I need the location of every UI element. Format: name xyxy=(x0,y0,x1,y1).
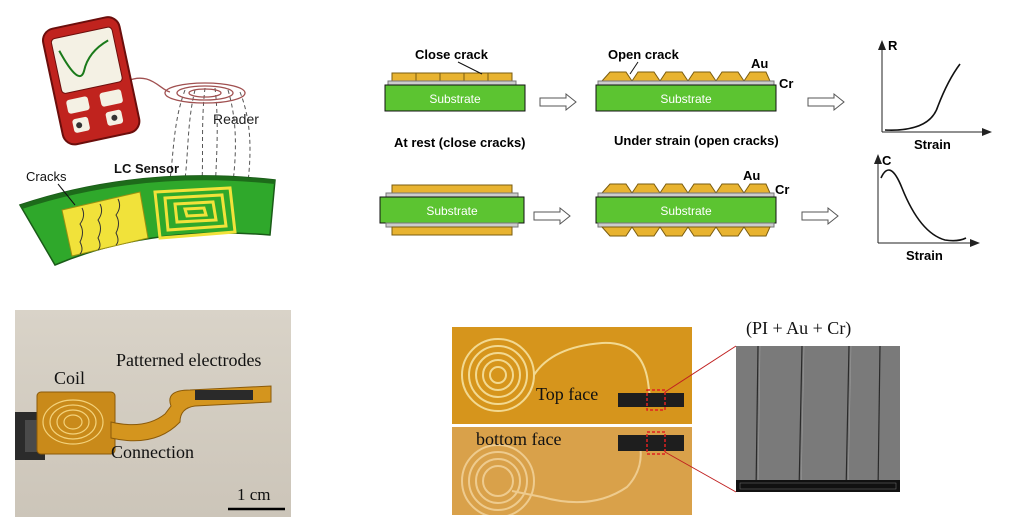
bottom-face-electrode xyxy=(618,435,684,451)
arrow-right xyxy=(801,206,839,226)
sem-info-bar xyxy=(736,480,900,492)
reader-label: Reader xyxy=(213,111,259,127)
open-crack-label: Open crack xyxy=(608,47,680,62)
arrow-right xyxy=(533,206,571,226)
top-face-electrode xyxy=(618,393,684,407)
top-face-label: Top face xyxy=(536,384,599,404)
svg-text:C: C xyxy=(882,153,892,168)
double-sided-strain: Substrate xyxy=(595,183,777,237)
svg-text:Strain: Strain xyxy=(914,137,951,152)
reader-coil xyxy=(164,82,246,104)
sensor-coil xyxy=(153,186,237,240)
double-sided-rest: Substrate xyxy=(379,184,525,236)
coil-label: Coil xyxy=(54,368,86,388)
crack-mechanism-diagram: Substrate Close crack Substrate Open cra… xyxy=(370,28,1010,278)
lc-sensor-label: LC Sensor xyxy=(114,161,179,176)
substrate-block xyxy=(384,84,526,112)
svg-text:Substrate: Substrate xyxy=(426,204,478,218)
closed-crack-layer: Substrate xyxy=(384,72,526,112)
top-face-photo: Top face xyxy=(452,327,692,424)
arrow-right xyxy=(539,92,577,112)
substrate-block xyxy=(595,84,777,112)
cracked-electrode xyxy=(61,191,149,257)
sem-image xyxy=(736,346,900,492)
patterned-electrodes-label: Patterned electrodes xyxy=(116,350,262,370)
arrow-right xyxy=(807,92,845,112)
scale-label: 1 cm xyxy=(237,485,271,504)
coil-pad xyxy=(36,391,116,455)
svg-text:Substrate: Substrate xyxy=(660,204,712,218)
bottom-face-label: bottom face xyxy=(476,429,562,449)
au-label: Au xyxy=(751,56,768,71)
bottom-face-photo: bottom face xyxy=(452,427,692,515)
cracks-label: Cracks xyxy=(26,169,67,184)
open-crack-layer: Substrate xyxy=(595,71,777,112)
zoom-region-box xyxy=(646,389,666,411)
reader-device xyxy=(42,16,141,146)
under-strain-caption: Under strain (open cracks) xyxy=(614,133,779,148)
lc-sensor-illustration: Reader LC Sensor Cracks xyxy=(0,0,290,280)
substrate-block xyxy=(379,196,525,224)
sensor-substrate xyxy=(18,175,276,266)
patterned-electrodes xyxy=(195,390,253,400)
svg-text:Substrate: Substrate xyxy=(429,92,481,106)
connection-label: Connection xyxy=(111,442,194,462)
svg-text:R: R xyxy=(888,38,898,53)
substrate-block xyxy=(595,196,777,224)
resistance-plot: R Strain xyxy=(878,38,992,152)
device-photo: Coil Patterned electrodes Connection 1 c… xyxy=(15,310,291,517)
sem-title: (PI + Au + Cr) xyxy=(746,318,852,338)
au-label: Au xyxy=(743,168,760,183)
cr-label: Cr xyxy=(779,76,793,91)
capacitance-plot: C Strain xyxy=(874,153,980,263)
svg-text:Strain: Strain xyxy=(906,248,943,263)
svg-text:Substrate: Substrate xyxy=(660,92,712,106)
cr-label: Cr xyxy=(775,182,789,197)
close-crack-label: Close crack xyxy=(415,47,489,62)
at-rest-caption: At rest (close cracks) xyxy=(394,135,526,150)
